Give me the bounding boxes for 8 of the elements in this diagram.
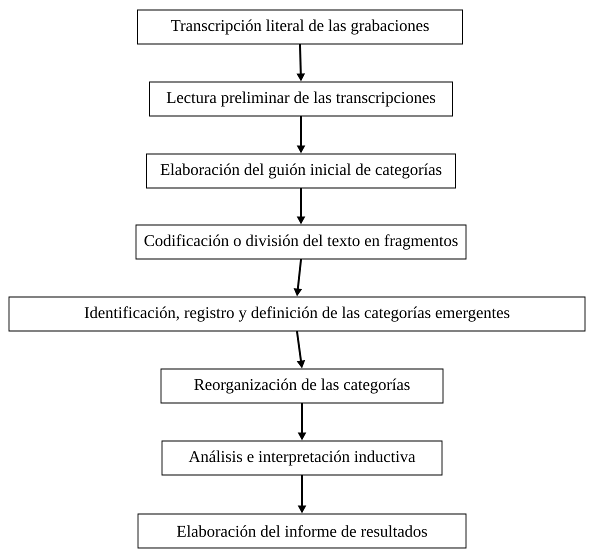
process-box: Transcripción literal de las grabaciones [137,10,463,44]
process-box: Elaboración del guión inicial de categorías [146,154,456,188]
process-box: Análisis e interpretación inductiva [162,440,442,476]
process-box: Reorganización de las categorías [160,368,444,404]
process-box: Elaboración del informe de resultados [138,514,466,548]
process-box: Codificación o división del texto en fragmentos [136,224,466,260]
process-box: Lectura preliminar de las transcripciones [149,82,453,116]
process-box: Identificación, registro y definición de las categorías emergentes [8,296,586,332]
